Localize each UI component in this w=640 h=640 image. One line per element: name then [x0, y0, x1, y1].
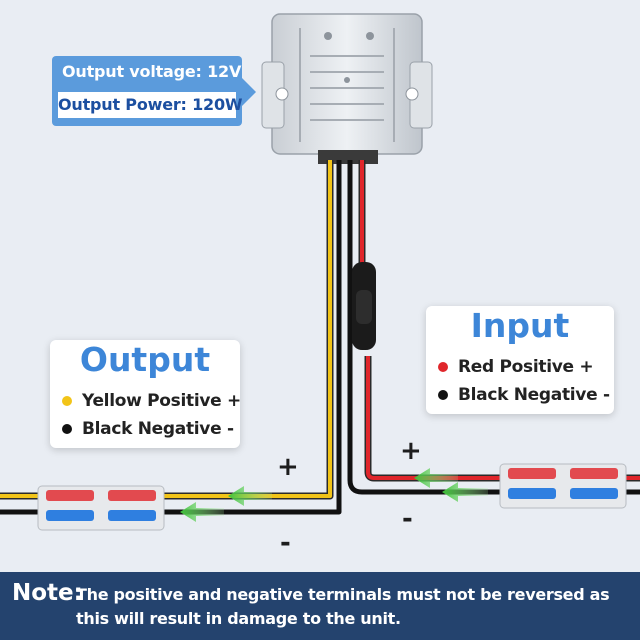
output-plus-sign: + [277, 452, 299, 482]
input-item-negative: Black Negative - [436, 382, 610, 408]
input-item-label: Black Negative - [458, 385, 610, 405]
input-card-title: Input [470, 306, 570, 345]
fuse-holder-icon [352, 262, 376, 350]
input-plus-sign: + [400, 436, 422, 466]
red-dot-icon [438, 362, 448, 372]
output-card-title: Output [79, 340, 211, 379]
converter-module-icon [261, 13, 433, 164]
yellow-dot-icon [62, 396, 72, 406]
output-power-label: Output Power: 120W [58, 92, 243, 118]
note-text: The positive and negative terminals must… [76, 585, 610, 628]
output-item-label: Black Negative - [82, 419, 234, 439]
note-bar: Note: The positive and negative terminal… [0, 572, 640, 640]
input-card: Input Red Positive + Black Negative - [426, 306, 614, 414]
output-card: Output Yellow Positive + Black Negative … [50, 340, 241, 448]
output-item-label: Yellow Positive + [82, 391, 241, 411]
output-arrow-icon [180, 486, 272, 522]
input-minus-sign: - [402, 504, 413, 534]
input-item-label: Red Positive + [458, 357, 594, 377]
input-connector-icon [499, 463, 627, 509]
output-voltage-label: Output voltage: 12V [62, 62, 242, 81]
note-label: Note: [12, 580, 83, 606]
output-item-positive: Yellow Positive + [60, 388, 241, 414]
black-dot-icon [438, 390, 448, 400]
output-item-negative: Black Negative - [60, 416, 234, 442]
input-arrow-icon [414, 468, 488, 502]
black-dot-icon [62, 424, 72, 434]
spec-callout: Output voltage: 12V Output Power: 120W [52, 56, 256, 126]
output-connector-icon [37, 485, 165, 531]
input-item-positive: Red Positive + [436, 354, 608, 380]
output-minus-sign: - [280, 528, 291, 558]
